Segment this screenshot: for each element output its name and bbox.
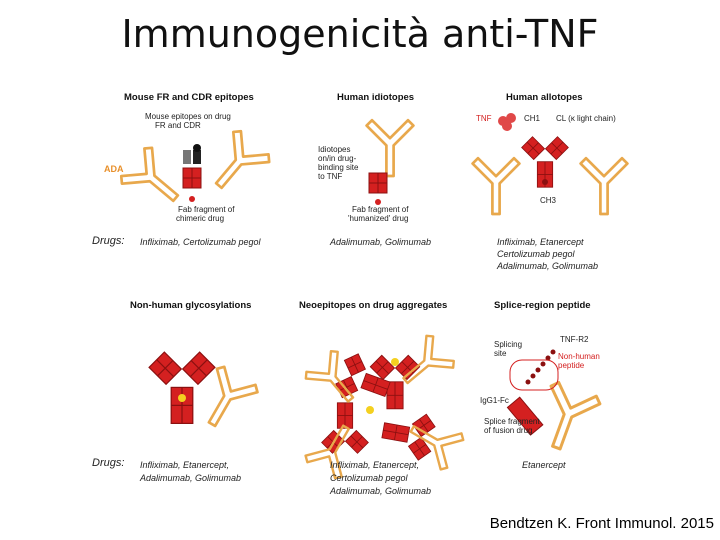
panel-3-label-tnf: TNF <box>476 114 492 123</box>
panel-6-drugs: Etanercept <box>522 460 566 470</box>
panel-6-label-site: site <box>494 349 507 358</box>
panel-3-label-cl: CL (κ light chain) <box>556 114 616 123</box>
panel-5-title: Neoepitopes on drug aggregates <box>299 300 448 311</box>
panel-1-label-1: Mouse epitopes on drug <box>145 112 231 121</box>
panel-4-title: Non-human glycosylations <box>130 300 252 311</box>
panel-2-drugs: Adalimumab, Golimumab <box>330 237 432 247</box>
panel-2-label-1: Idiotopes <box>318 145 351 154</box>
panel-6-title: Splice-region peptide <box>494 300 591 311</box>
panel-6-label-igg1fc: IgG1-Fc <box>480 396 509 405</box>
panel-3-drugs-2: Certolizumab pegol <box>497 249 575 259</box>
panel-1-label-3: Fab fragment of <box>178 205 235 214</box>
drugs-heading-bottom: Drugs: <box>92 457 125 469</box>
panel-6-label-nonhuman-1: Non-human <box>558 352 600 361</box>
panel-3-title: Human allotopes <box>506 92 583 103</box>
panel-2-label-2: on/in drug- <box>318 154 357 163</box>
panel-6-art <box>506 349 604 458</box>
panel-2-label-5: Fab fragment of <box>352 205 409 214</box>
panel-1-label-4: chimeric drug <box>176 214 225 223</box>
panel-3-art <box>471 113 629 216</box>
panel-1-title: Mouse FR and CDR epitopes <box>124 92 254 103</box>
citation: Bendtzen K. Front Immunol. 2015 <box>489 515 714 532</box>
panel-4-art <box>149 352 262 438</box>
panel-3-drugs-3: Adalimumab, Golimumab <box>497 261 599 271</box>
panel-2-label-6: 'humanized' drug <box>348 214 409 223</box>
panel-6-label-splicing: Splicing <box>494 340 523 349</box>
panel-6-label-nonhuman-2: peptide <box>558 361 585 370</box>
panel-1-label-2: FR and CDR <box>155 121 201 130</box>
panel-5-drugs-1: Infliximab, Etanercept, <box>330 460 420 470</box>
panel-4-drugs-1: Infliximab, Etanercept, <box>140 460 230 470</box>
panel-3-label-ch1: CH1 <box>524 114 541 123</box>
panel-2-label-3: binding site <box>318 163 359 172</box>
panel-3-drugs-1: Infliximab, Etanercept <box>497 237 584 247</box>
ada-label: ADA <box>104 164 124 174</box>
panel-6-label-splice-1: Splice fragment <box>484 417 540 426</box>
drugs-heading-top: Drugs: <box>92 235 125 247</box>
panel-5-drugs-2: Certolizumab pegol <box>330 473 408 483</box>
panel-2-label-4: to TNF <box>318 172 343 181</box>
panel-2-art <box>365 118 415 205</box>
panel-5-drugs-3: Adalimumab, Golimumab <box>330 486 432 496</box>
panel-4-drugs-2: Adalimumab, Golimumab <box>140 473 242 483</box>
panel-5-art <box>301 331 467 482</box>
panel-3-label-ch3: CH3 <box>540 196 557 205</box>
panel-6-label-splice-2: of fusion drug <box>484 426 533 435</box>
panel-1-drugs: Infliximab, Certolizumab pegol <box>140 237 261 247</box>
panel-6-label-tnfr2: TNF-R2 <box>560 335 589 344</box>
panel-2-title: Human idiotopes <box>337 92 415 103</box>
panel-1-art <box>116 126 275 218</box>
page-title: Immunogenicità anti-TNF <box>121 12 599 56</box>
